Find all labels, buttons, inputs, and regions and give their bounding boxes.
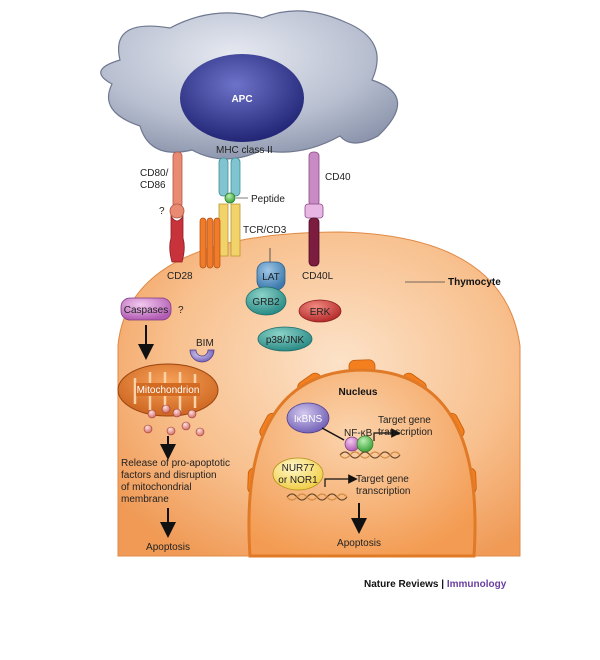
tcr-cd3-label: TCR/CD3 <box>243 225 287 236</box>
release-text-line4: membrane <box>121 494 169 505</box>
apc-label: APC <box>231 94 252 105</box>
unknown-ligand-label: ? <box>159 206 165 217</box>
release-text-line1: Release of pro-apoptotic <box>121 458 230 469</box>
cd40-label: CD40 <box>325 172 351 183</box>
p38-jnk-label: p38/JNK <box>266 335 305 346</box>
caspases-box <box>120 297 172 321</box>
cd80-label: CD80/ <box>140 168 169 179</box>
bim-protein <box>189 349 215 363</box>
target-gene-1-line2: transcription <box>378 427 432 438</box>
nur77-nor1-protein <box>272 457 324 491</box>
cd80-cd86-molecule <box>172 151 183 209</box>
nfkb-arrow <box>373 428 401 441</box>
release-text-line3: of mitochondrial <box>121 482 192 493</box>
cd40-molecule <box>308 151 320 207</box>
grb2-protein <box>245 286 287 316</box>
mhc-class-ii-label: MHC class II <box>216 145 273 156</box>
mhc-alpha-chain <box>218 157 229 197</box>
cd40l-molecule <box>308 217 320 267</box>
nucleus-label: Nucleus <box>339 387 378 398</box>
bim-label: BIM <box>196 338 214 349</box>
ikbns-inhibition <box>321 427 345 441</box>
lat-label: LAT <box>262 272 280 283</box>
target-gene-2-line1: Target gene <box>356 474 409 485</box>
peptide-label: Peptide <box>251 194 285 205</box>
nur77-label: NUR77 <box>282 463 315 474</box>
apoptotic-factor-droplets <box>143 404 205 437</box>
cd40l-label: CD40L <box>302 271 334 282</box>
figure-credit: Nature Reviews | Immunology <box>364 579 506 590</box>
apoptosis-right-label: Apoptosis <box>337 538 381 549</box>
cd80-cd86-head <box>169 203 185 219</box>
tcr-alpha-chain <box>218 203 229 257</box>
apoptosis-left-label: Apoptosis <box>146 542 190 553</box>
dna-helix-1 <box>339 451 401 459</box>
nfkb-label: NF-κB <box>344 428 373 439</box>
p38-jnk-protein <box>257 326 313 352</box>
release-text-line2: factors and disruption <box>121 470 217 481</box>
target-gene-2-line2: transcription <box>356 486 410 497</box>
mitochondrion-label: Mitochondrion <box>137 385 200 396</box>
publisher-name: Nature Reviews <box>364 579 439 590</box>
cd28-label: CD28 <box>167 271 193 282</box>
thymocyte-label: Thymocyte <box>448 277 501 288</box>
cd3-complex <box>199 217 221 269</box>
mitochondrion-label-bg <box>136 383 200 396</box>
ikbns-protein <box>286 402 330 434</box>
apc-nucleus <box>180 54 304 142</box>
caspases-unknown-label: ? <box>178 305 184 316</box>
credit-separator: | <box>441 579 445 590</box>
cd86-label: CD86 <box>140 180 166 191</box>
cd40-binding-site <box>304 203 324 219</box>
journal-name: Immunology <box>446 579 507 590</box>
nfkb-subunit-p65 <box>356 435 374 453</box>
mhc-beta-chain <box>230 157 241 197</box>
dna-helix-2 <box>286 493 348 501</box>
erk-label: ERK <box>310 307 331 318</box>
caspases-label: Caspases <box>124 305 168 316</box>
erk-protein <box>298 299 342 323</box>
cd28-molecule <box>169 214 185 263</box>
nor1-label: or NOR1 <box>278 475 318 486</box>
ikbns-label: IκBNS <box>294 414 323 425</box>
grb2-label: GRB2 <box>252 297 280 308</box>
tcr-beta-chain <box>230 203 241 257</box>
peptide-icon <box>224 192 236 204</box>
target-gene-1-line1: Target gene <box>378 415 431 426</box>
nur77-arrow <box>324 474 358 487</box>
